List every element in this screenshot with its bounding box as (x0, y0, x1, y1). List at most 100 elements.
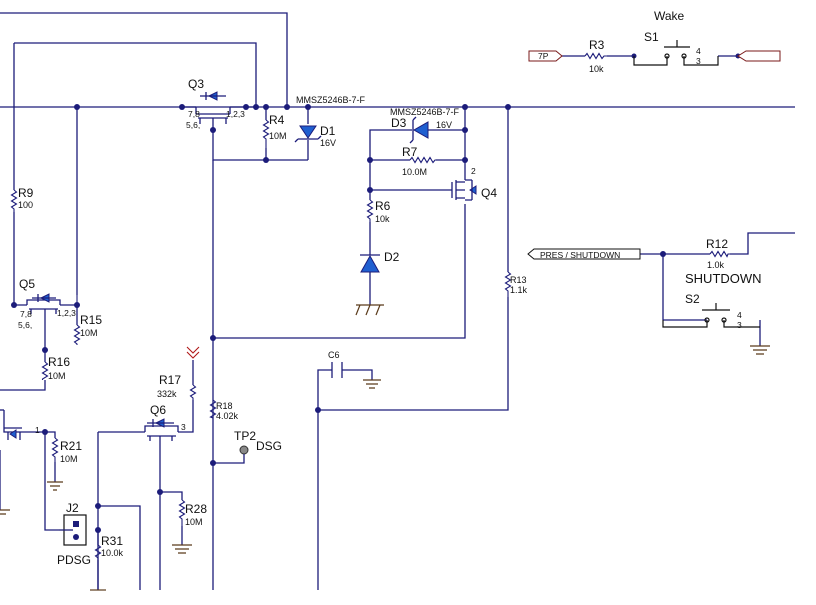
value-r28: 10M (185, 517, 203, 527)
label-r13: R13 (510, 275, 527, 285)
label-r31: R31 (101, 534, 123, 548)
part-d1: MMSZ5246B-7-F (296, 95, 366, 105)
pin-s2-b: 3 (737, 320, 742, 330)
label-dsg: DSG (256, 439, 282, 453)
resistor-r28 (178, 499, 186, 526)
junction-dots (11, 53, 741, 533)
pin-s1-b: 3 (696, 56, 701, 66)
pin-left-mosfet: 1 (35, 425, 40, 435)
part-d3: MMSZ5246B-7-F (390, 107, 460, 117)
resistor-r15-body (73, 324, 81, 345)
value-r17: 332k (157, 389, 177, 399)
label-q4: Q4 (481, 186, 497, 200)
resistor-r18 (209, 399, 217, 419)
value-r4: 10M (269, 131, 287, 141)
label-r15: R15 (80, 313, 102, 327)
label-s2: S2 (685, 292, 700, 306)
capacitor-c6 (331, 362, 343, 378)
pin-q5-right: 1,2,3 (57, 308, 76, 318)
label-shutdown: SHUTDOWN (685, 271, 762, 286)
label-wake: Wake (654, 9, 685, 23)
pin-q3-right: 1,2,3 (226, 109, 245, 119)
value-r21: 10M (60, 454, 78, 464)
resistor-r31 (94, 544, 102, 560)
diode-d2 (360, 254, 380, 273)
resistor-r13 (504, 271, 512, 297)
value-r31: 10.0k (101, 548, 124, 558)
mosfet-left-partial (3, 410, 24, 440)
mosfet-q4 (448, 179, 477, 201)
mosfets (3, 91, 477, 448)
label-tp2: TP2 (234, 429, 256, 443)
wires (0, 12, 795, 590)
value-r7: 10.0M (402, 167, 427, 177)
resistor-r16 (41, 361, 49, 380)
connector-j2 (59, 514, 87, 546)
label-q6: Q6 (150, 403, 166, 417)
resistor-r17 (189, 384, 197, 400)
value-r15: 10M (80, 328, 98, 338)
label-j2: J2 (66, 501, 79, 515)
resistor-r21 (51, 437, 59, 462)
zener-diode-d1 (294, 125, 322, 143)
resistor-r7 (409, 156, 436, 164)
test-point-tp2 (239, 445, 249, 464)
label-r16: R16 (48, 355, 70, 369)
switch-s2 (662, 303, 760, 328)
value-d1: 16V (320, 138, 336, 148)
value-d3: 16V (436, 120, 452, 130)
value-r12: 1.0k (707, 260, 725, 270)
value-r6: 10k (375, 214, 390, 224)
label-s1: S1 (644, 30, 659, 44)
value-r9: 100 (18, 200, 33, 210)
label-r4: R4 (269, 113, 285, 127)
label-r9: R9 (18, 186, 34, 200)
value-r16: 10M (48, 371, 66, 381)
label-q3: Q3 (188, 77, 204, 91)
pin-s1-a: 4 (696, 46, 701, 56)
label-r18: R18 (216, 401, 233, 411)
label-c6: C6 (328, 350, 340, 360)
resistor-r9 (10, 189, 18, 212)
diodes (294, 116, 429, 273)
off-page-arrow-icon (186, 346, 200, 359)
pin-q4: 2 (471, 166, 476, 176)
pin-q6: 3 (181, 422, 186, 432)
zener-diode-d3 (409, 116, 429, 144)
label-r28: R28 (185, 502, 207, 516)
mosfet-q6 (144, 418, 179, 448)
label-d3: D3 (391, 116, 407, 130)
ground-symbols (0, 304, 770, 591)
switch-s1 (633, 40, 719, 66)
labels: Q3 7,8 5,6, 1,2,3 MMSZ5246B-7-F D1 16V R… (18, 9, 762, 567)
label-d1: D1 (320, 124, 336, 138)
value-r3: 10k (589, 64, 604, 74)
pin-q5-left: 7,8 (20, 309, 32, 319)
value-r13: 1.1k (510, 285, 528, 295)
resistors (10, 52, 730, 560)
port-pres-shutdown (527, 248, 641, 260)
port-7p (528, 50, 563, 62)
pin-q3-left2: 5,6, (186, 120, 200, 130)
label-port-7p: 7P (538, 51, 549, 61)
label-q5: Q5 (19, 277, 35, 291)
pin-q3-left: 7,8 (188, 109, 200, 119)
mosfet-q5 (26, 293, 61, 318)
resistor-r6 (366, 199, 374, 222)
label-d2: D2 (384, 250, 400, 264)
resistor-r4 (262, 119, 270, 148)
resistor-r12 (709, 250, 730, 258)
label-pdsg: PDSG (57, 553, 91, 567)
label-r12: R12 (706, 237, 728, 251)
label-r7: R7 (402, 145, 418, 159)
value-r18: 4.02k (216, 411, 239, 421)
label-r21: R21 (60, 439, 82, 453)
label-r3: R3 (589, 38, 605, 52)
label-r6: R6 (375, 199, 391, 213)
mosfet-q3 (195, 91, 231, 130)
pin-q5-left2: 5,6, (18, 320, 32, 330)
pin-s2-a: 4 (737, 310, 742, 320)
port-wake-right (737, 50, 781, 62)
